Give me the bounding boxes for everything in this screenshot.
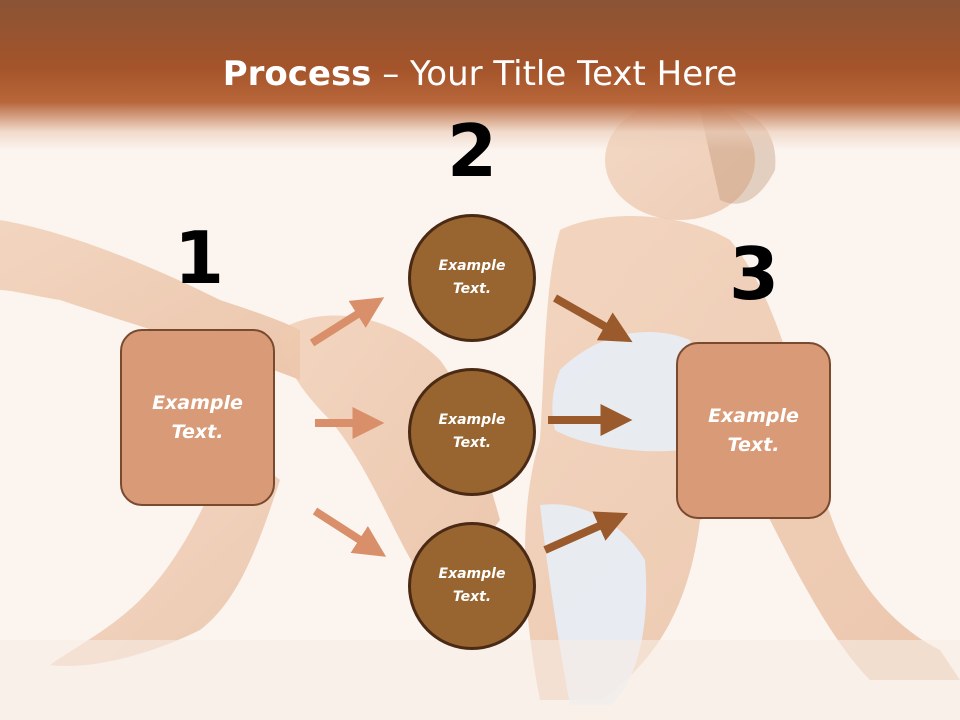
arrow-2a-to-3: [553, 294, 633, 343]
step-2-circle-2: Example Text.: [408, 368, 536, 496]
slide-title: Process – Your Title Text Here: [0, 52, 960, 96]
step-number-2: 2: [446, 109, 498, 193]
step-number-3: 3: [728, 232, 780, 316]
arrow-1-to-2a: [309, 297, 385, 347]
arrow-2c-to-3: [543, 511, 629, 554]
step-number-1: 1: [173, 216, 225, 300]
title-rest: – Your Title Text Here: [371, 54, 738, 94]
arrow-1-to-2c: [312, 507, 387, 557]
step-2-circle-1: Example Text.: [408, 214, 536, 342]
header-band: [0, 0, 960, 150]
step-3-box: Example Text.: [676, 342, 831, 519]
step-1-box: Example Text.: [120, 329, 275, 506]
title-bold: Process: [222, 54, 372, 94]
step-2-circle-3: Example Text.: [408, 522, 536, 650]
